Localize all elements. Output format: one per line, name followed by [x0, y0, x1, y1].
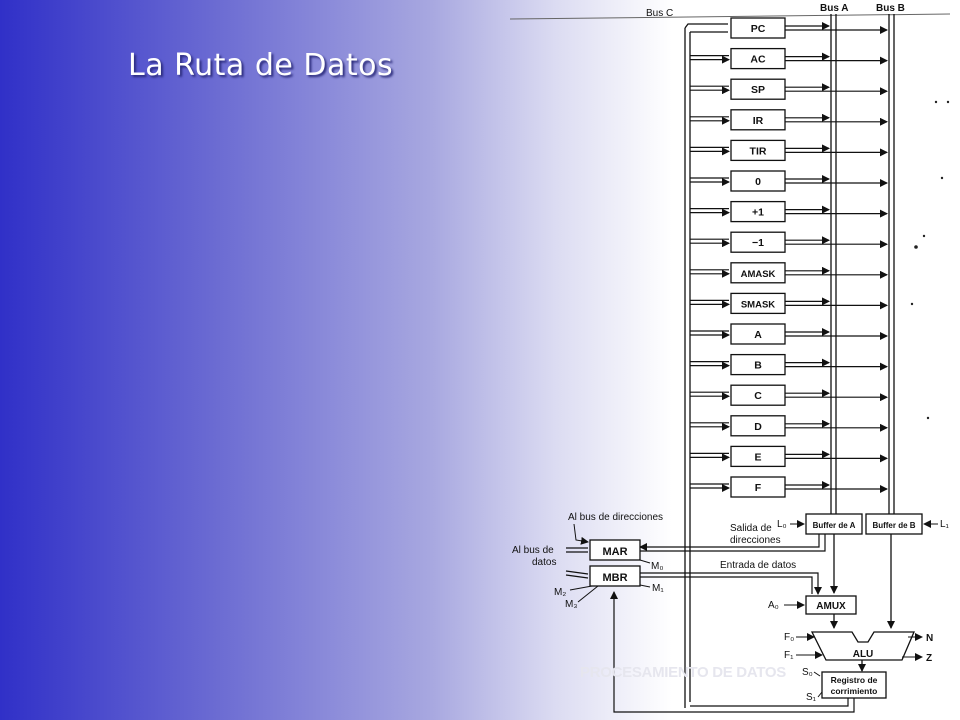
register-1: PC	[730, 17, 888, 39]
register-label: F	[755, 482, 762, 494]
register-label: D	[754, 421, 762, 433]
slide-title: La Ruta de Datos	[128, 48, 394, 83]
register-label: AMASK	[741, 269, 776, 280]
register-label: TIR	[750, 145, 767, 157]
register-12: B	[690, 353, 888, 376]
register-7: +1	[690, 200, 888, 223]
a0-label: A₀	[768, 600, 779, 611]
mar-register: MAR	[589, 539, 641, 561]
svg-text:AMUX: AMUX	[816, 601, 846, 612]
register-label: E	[754, 451, 761, 463]
register-11: A	[690, 323, 888, 345]
m3-label: M₃	[565, 599, 577, 610]
amux: AMUX	[805, 595, 857, 615]
address-out-label-2: direcciones	[730, 535, 781, 546]
register-label: SMASK	[741, 299, 775, 310]
register-label: SP	[751, 84, 765, 96]
register-4: IR	[690, 109, 888, 131]
register-9: AMASK	[690, 262, 888, 284]
register-label: A	[754, 329, 762, 341]
m1-label: M₁	[652, 583, 664, 594]
register-label: 0	[755, 176, 761, 188]
latch-l1-label: L₁	[940, 519, 950, 530]
f0-label: F₀	[784, 632, 794, 643]
register-16: F	[690, 476, 888, 498]
bus-a-label: Bus A	[820, 3, 849, 14]
address-bus-label: Al bus de direcciones	[568, 512, 663, 523]
s1-label: S₁	[806, 692, 817, 703]
svg-text:corrimiento: corrimiento	[831, 686, 878, 696]
buffer-a: Buffer de A	[805, 513, 863, 535]
shifter-register: Registro de corrimiento	[821, 671, 887, 699]
z-flag-label: Z	[926, 653, 932, 664]
alu: ALU	[810, 631, 915, 661]
register-5: TIR	[690, 139, 888, 162]
mbr-register: MBR	[589, 565, 641, 587]
s0-label: S₀	[802, 667, 813, 678]
svg-text:MAR: MAR	[602, 546, 627, 558]
n-flag-label: N	[926, 633, 933, 644]
bus-c	[684, 23, 728, 708]
top-rule	[509, 13, 951, 20]
register-label: PC	[751, 23, 766, 35]
svg-text:ALU: ALU	[853, 649, 874, 660]
data-bus-label-1: Al bus de	[512, 545, 554, 556]
latch-l0-label: L₀	[777, 519, 787, 530]
bus-b	[887, 14, 895, 629]
register-label: +1	[752, 207, 764, 219]
register-10: SMASK	[690, 292, 888, 315]
m2-label: M₂	[554, 587, 566, 598]
register-label: IR	[753, 115, 764, 127]
register-2: AC	[690, 47, 888, 70]
register-14: D	[690, 415, 888, 437]
svg-text:Buffer de A: Buffer de A	[813, 521, 856, 530]
bus-a	[830, 14, 838, 629]
register-label: −1	[752, 237, 764, 249]
svg-text:Registro de: Registro de	[831, 675, 878, 685]
register-label: C	[754, 390, 762, 402]
svg-text:Buffer de B: Buffer de B	[872, 521, 915, 530]
register-15: E	[690, 445, 888, 468]
register-label: B	[754, 360, 762, 372]
f1-label: F₁	[784, 650, 794, 661]
register-13: C	[690, 384, 888, 406]
address-out-label-1: Salida de	[730, 523, 772, 534]
data-in-label: Entrada de datos	[720, 560, 796, 571]
footer-text: PROCESAMIENTO DE DATOS	[580, 664, 786, 681]
bus-b-label: Bus B	[876, 3, 905, 14]
data-bus-label-2: datos	[532, 557, 556, 568]
register-label: AC	[750, 54, 766, 66]
bus-c-label: Bus C	[646, 8, 673, 19]
svg-text:MBR: MBR	[602, 572, 627, 584]
m0-label: M₀	[651, 561, 663, 572]
register-6: 0	[690, 170, 888, 192]
register-8: −1	[690, 231, 888, 253]
buffer-b: Buffer de B	[865, 513, 923, 535]
register-3: SP	[690, 78, 888, 100]
